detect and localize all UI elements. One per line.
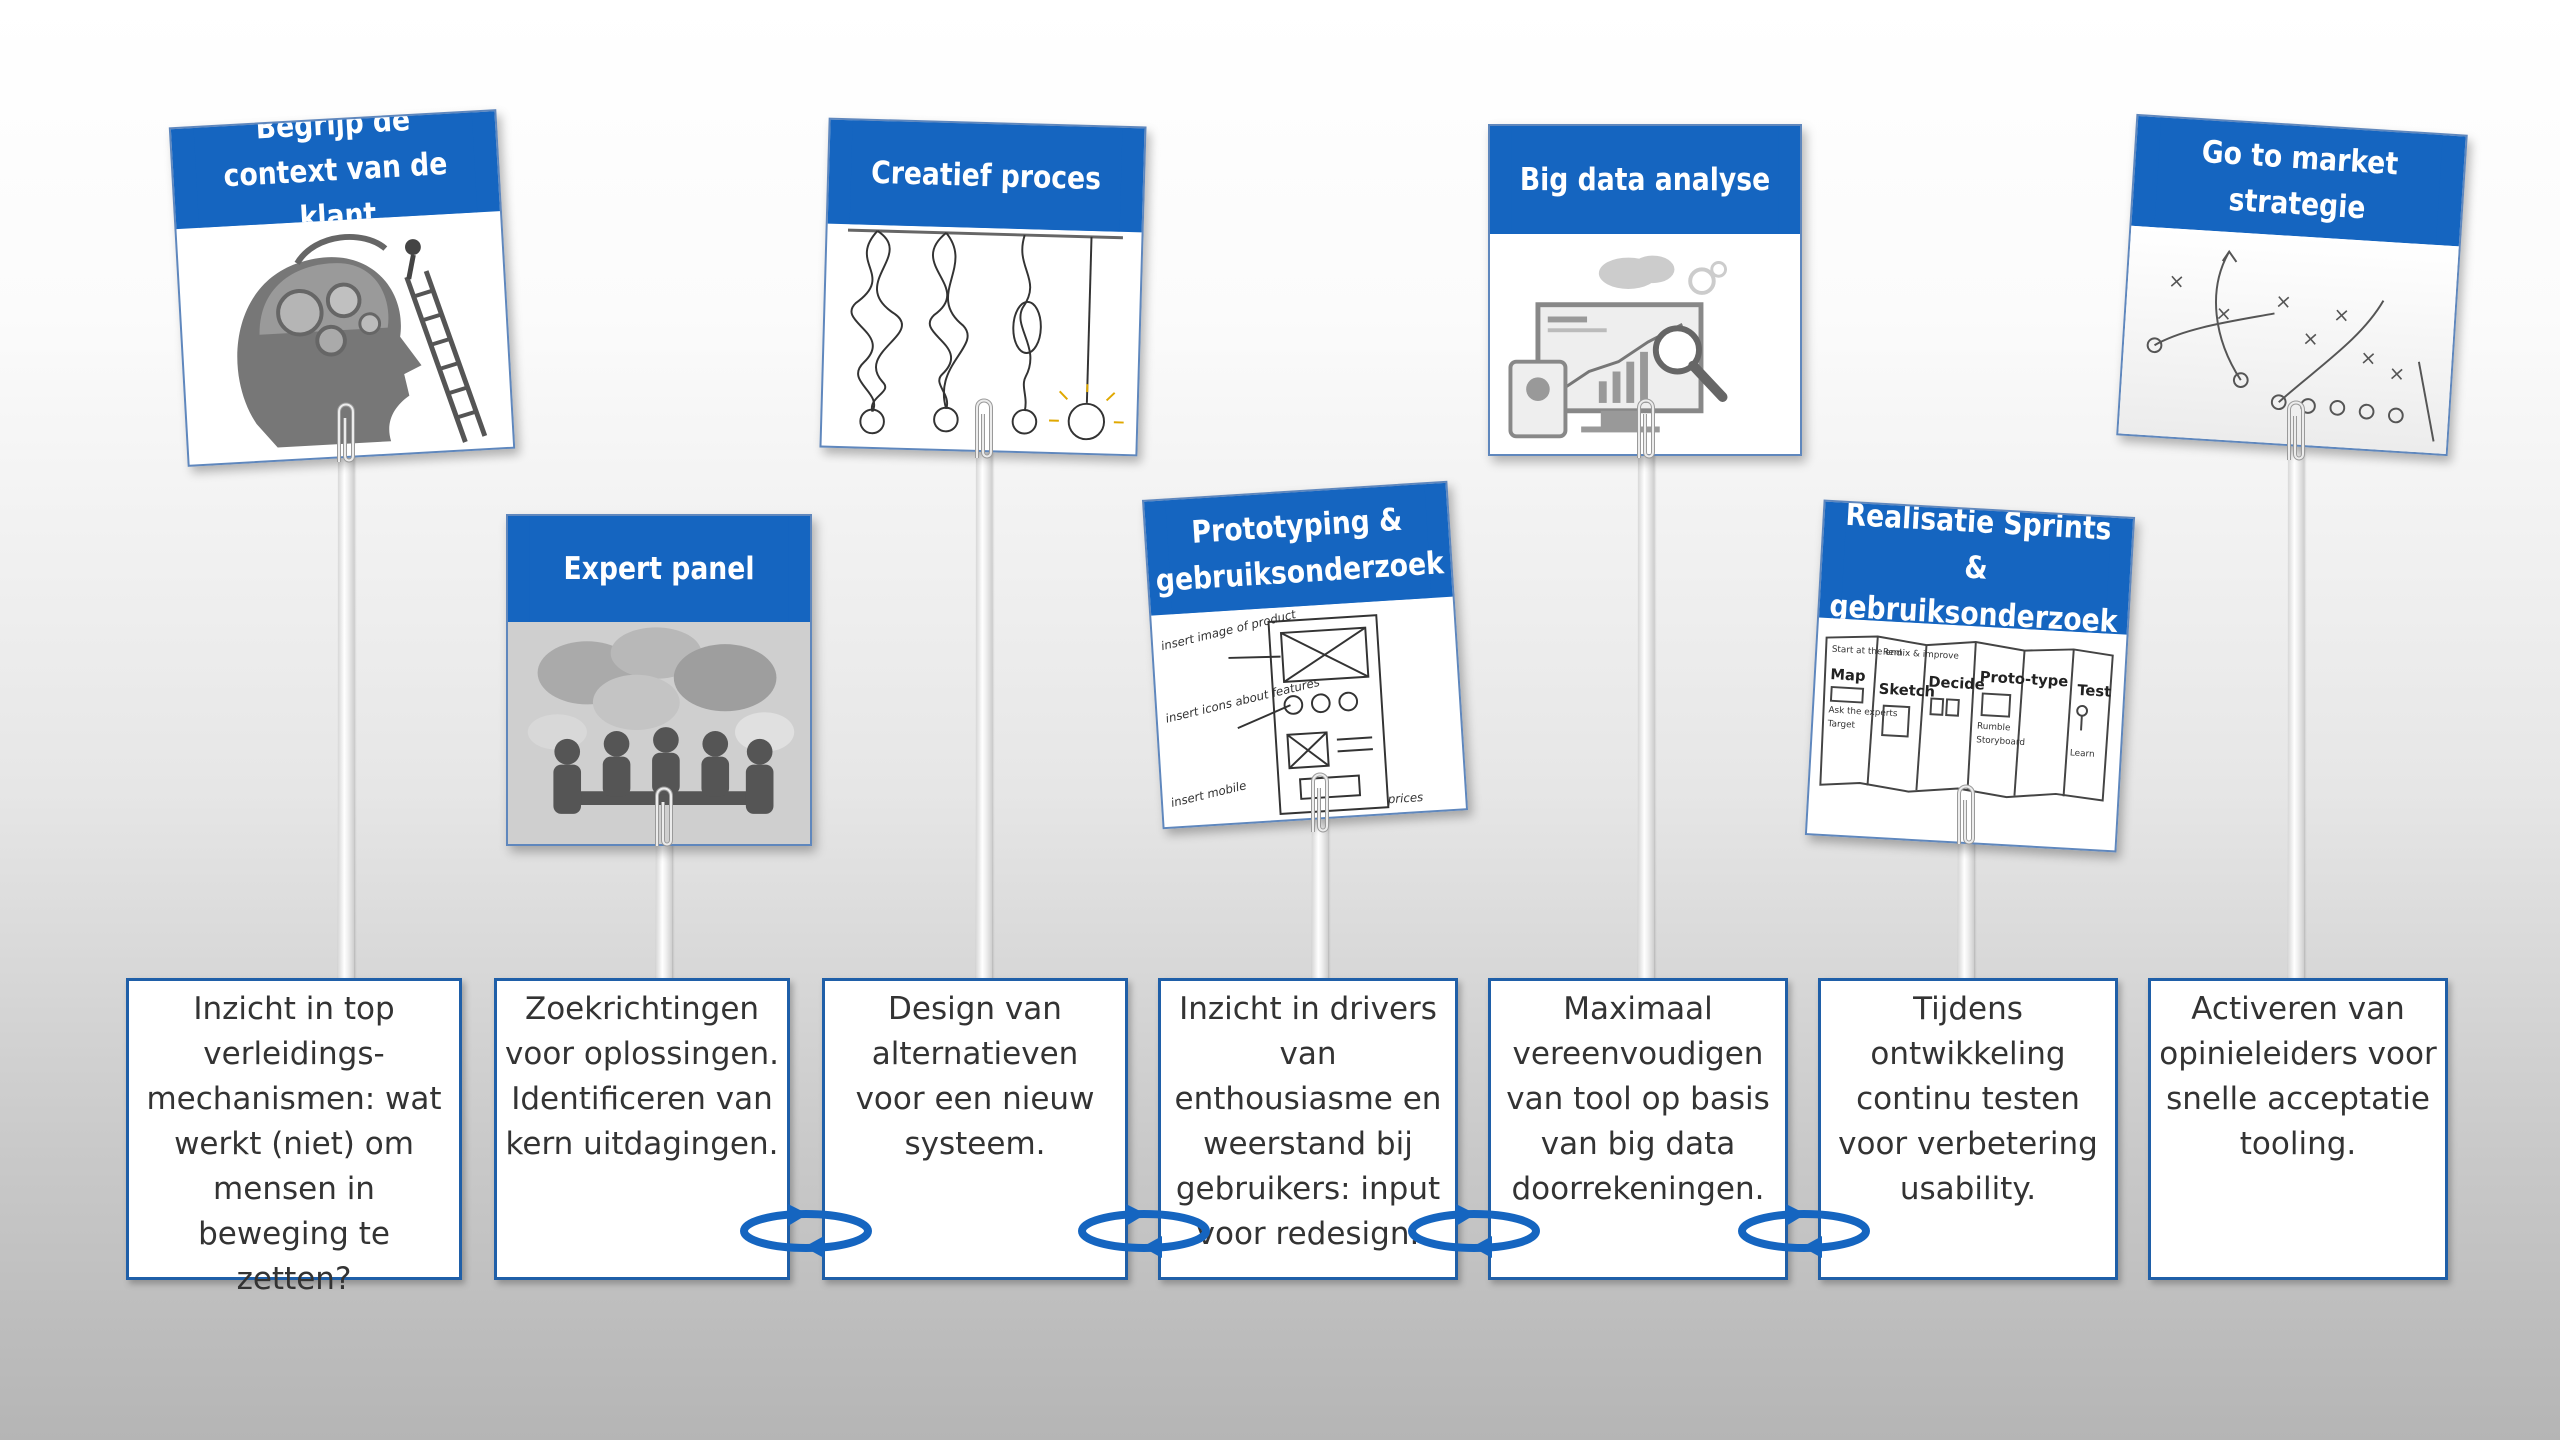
step-sign-2: Expert panel [506,514,812,846]
wireframe-note: prices [1386,790,1423,806]
tangled-lightbulbs-icon [822,224,1142,455]
sign-stick-7 [2288,430,2304,980]
wireframe-sketch-icon: insert image of product insert icons abo… [1151,597,1466,828]
sign-stick-1 [338,440,354,980]
wireframe-note: insert icons about features [1164,675,1321,726]
sign-stick-2 [656,820,672,980]
step-title: Prototyping & gebruiksonderzoek [1155,484,1445,615]
sprint-note: Remix & improve [1883,647,1960,661]
svg-text:×: × [2275,290,2293,314]
step-title: Creatief proces [849,120,1123,232]
head-gears-icon [176,211,513,465]
design-sprint-board-icon: Start at the end Remix & improve Ask the… [1807,617,2127,850]
step-sign-7: Go to market strategie × × × × × × × [2116,113,2468,457]
svg-text:×: × [2359,346,2377,370]
sprint-note: Storyboard [1976,735,2025,748]
step-sign-3: Creatief proces [819,117,1147,457]
sprint-note: Start at the end [1832,645,1902,659]
play-diagram-icon: × × × × × × × [2118,225,2459,454]
paper-clip [2281,398,2311,466]
sprint-step: Proto-type [1979,669,2068,691]
analytics-dashboard-icon [1490,234,1800,454]
iteration-cycle-icon [736,1204,876,1258]
paper-clip [1631,396,1661,464]
sprint-note: Ask the experts [1828,705,1898,719]
sprint-step: Decide [1928,674,1985,694]
paper-clip [331,400,361,468]
step-sign-6: Realisatie Sprints & gebruiksonderzoek S… [1804,499,2136,853]
step-title: Expert panel [529,516,789,622]
iteration-cycle-icon [1404,1204,1544,1258]
sign-stick-6 [1958,820,1974,980]
paper-clip [1951,782,1981,850]
svg-text:×: × [2215,302,2233,326]
paper-clip [649,784,679,852]
sprint-step: Test [2077,682,2112,701]
sign-stick-3 [976,440,992,980]
sprint-step: Sketch [1878,681,1935,701]
step-sign-5: Big data analyse [1488,124,1802,456]
iteration-cycle-icon [1734,1204,1874,1258]
svg-text:×: × [2302,327,2320,351]
step-description-7: Activeren van opinieleiders voor snelle … [2148,978,2448,1280]
step-title: Big data analyse [1511,126,1779,234]
sign-stick-4 [1312,800,1328,980]
wireframe-note: insert mobile [1169,778,1247,810]
step-title: Realisatie Sprints & gebruiksonderzoek [1828,501,2119,635]
svg-text:×: × [2168,269,2186,293]
step-sign-4: Prototyping & gebruiksonderzoek insert i… [1141,480,1469,830]
paper-clip [1305,770,1335,838]
step-sign-1: Begrijp de context van de klant [168,109,516,467]
step-title: Go to market strategie [2154,117,2443,245]
sprint-note: Rumble [1977,722,2011,734]
iteration-cycle-icon [1074,1204,1214,1258]
wireframe-note: insert image of product [1160,607,1298,653]
sign-stick-5 [1638,440,1654,980]
step-description-1: Inzicht in top verleidings-mechanismen: … [126,978,462,1297]
sprint-note: Learn [2070,748,2095,759]
sprint-step: Map [1830,666,1866,685]
meeting-speech-bubbles-icon [508,622,810,844]
paper-clip [969,396,999,464]
step-description-3: Design van alternatieven voor een nieuw … [822,978,1128,1280]
svg-text:×: × [2388,362,2406,386]
svg-text:×: × [2333,303,2351,327]
step-title: Begrijp de context van de klant [193,111,478,229]
sprint-note: Target [1826,719,1855,731]
